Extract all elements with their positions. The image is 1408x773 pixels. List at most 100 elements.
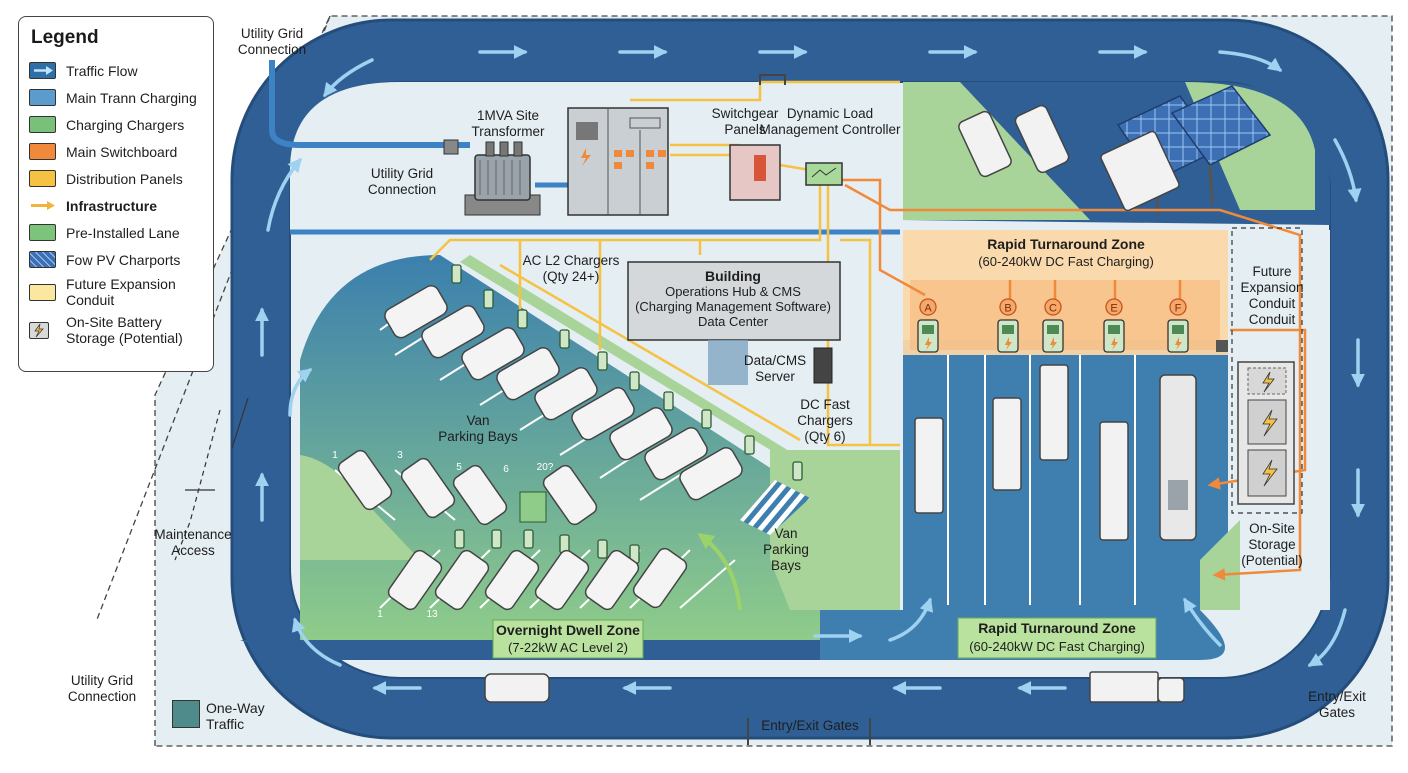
- legend-item-label: Distribution Panels: [66, 170, 183, 187]
- ac-charger-post: [451, 264, 462, 284]
- van: [496, 347, 560, 401]
- van: [452, 464, 508, 526]
- legend-item-label: Traffic Flow: [66, 62, 138, 79]
- dc-charger-a: A: [917, 298, 939, 353]
- maintenance-access-path: [174, 397, 249, 561]
- van: [421, 305, 485, 359]
- ac-charger-post: [663, 391, 674, 411]
- van: [609, 407, 673, 461]
- legend-title: Legend: [31, 27, 99, 48]
- van: [337, 449, 393, 511]
- ac-charger-post: [559, 329, 570, 349]
- one-way-traffic-legend: One-Way Traffic: [172, 700, 276, 732]
- van: [384, 285, 448, 339]
- legend-item: Main Trann Charging: [29, 84, 203, 111]
- transformer: [443, 139, 541, 216]
- legend-swatch: [29, 89, 56, 106]
- bay-number: 1: [377, 609, 383, 620]
- overnight-sub: (7-22kW AC Level 2): [508, 640, 628, 655]
- rapid-bottom-sub: (60-240kW DC Fast Charging): [969, 639, 1145, 654]
- van: [644, 427, 708, 481]
- legend-item-label: Infrastructure: [66, 197, 158, 214]
- legend-swatch: [29, 143, 56, 160]
- van: [679, 447, 743, 501]
- charging-cabinet: [519, 491, 547, 523]
- ac-charger-post: [629, 371, 640, 391]
- ac-charger-post: [701, 409, 712, 429]
- ac-charger-post: [454, 529, 465, 549]
- legend-item: Pre-Installed Lane: [29, 219, 203, 246]
- bay-number: 6: [503, 464, 509, 475]
- dc-charger-c: C: [1042, 298, 1064, 353]
- vans: [337, 285, 743, 611]
- hatched-bay: [740, 480, 810, 535]
- van: [484, 549, 540, 611]
- overnight-title: Overnight Dwell Zone: [496, 622, 640, 638]
- ac-charger-post: [744, 435, 755, 455]
- future-expansion-area: [1216, 227, 1303, 514]
- charger-marker-label: C: [1049, 303, 1057, 315]
- van: [400, 457, 456, 519]
- ac-charger-post: [491, 529, 502, 549]
- ac-charger-post: [792, 461, 803, 481]
- traffic-arrows: [255, 45, 1365, 695]
- arrow-icon: [29, 62, 56, 79]
- building-subtitle: Operations Hub & CMS(Charging Management…: [635, 284, 831, 329]
- legend-item: Infrastructure: [29, 192, 203, 219]
- rapid-top-sub: (60-240kW DC Fast Charging): [978, 254, 1154, 269]
- rapid-bottom-title: Rapid Turnaround Zone: [978, 620, 1136, 636]
- bay-number: 3: [397, 450, 403, 461]
- dlm-controller: [805, 162, 843, 186]
- battery-bolt-icon: [29, 321, 49, 339]
- legend-item-label: Charging Chargers: [66, 116, 185, 133]
- legend-item: Traffic Flow: [29, 57, 203, 84]
- ac-chargers-label: AC L2 Chargers(Qty 24+): [523, 253, 620, 284]
- switchgear-panels: [729, 144, 781, 201]
- legend-item-label: Future Expansion Conduit: [66, 276, 176, 308]
- main-switchboard: [567, 107, 669, 216]
- ac-charger-post: [523, 529, 534, 549]
- rapid-bottom-badge: [957, 617, 1157, 659]
- dwell-entry-arrow: [697, 533, 742, 611]
- ac-charger-post: [517, 309, 528, 329]
- entry-exit-bottom-label: Entry/Exit Gates: [761, 718, 859, 733]
- charger-marker-label: B: [1004, 303, 1011, 315]
- legend-item-label: Fow PV Charports: [66, 251, 181, 268]
- van: [571, 387, 635, 441]
- van: [584, 549, 640, 611]
- van: [387, 549, 443, 611]
- legend-swatch: [29, 170, 56, 187]
- van: [461, 327, 525, 381]
- arrow-line-icon: [29, 197, 56, 214]
- rapid-vehicles: [914, 364, 1197, 541]
- infrastructure-conduits: [429, 80, 900, 447]
- bay-number: 20?: [537, 462, 554, 473]
- legend-item: Future Expansion Conduit: [29, 273, 203, 311]
- charger-marker-label: A: [924, 303, 932, 315]
- dc-charger-f: F: [1167, 298, 1189, 353]
- solar-panel-icon: [29, 251, 56, 268]
- battery-bolt-icon: [1262, 409, 1278, 437]
- legend-item: Main Switchboard: [29, 138, 203, 165]
- rapid-lanes: [947, 355, 1136, 605]
- gates: [747, 74, 871, 745]
- legend-item-label: On-Site Battery Storage (Potential): [66, 314, 183, 346]
- charger-marker-label: F: [1175, 303, 1182, 315]
